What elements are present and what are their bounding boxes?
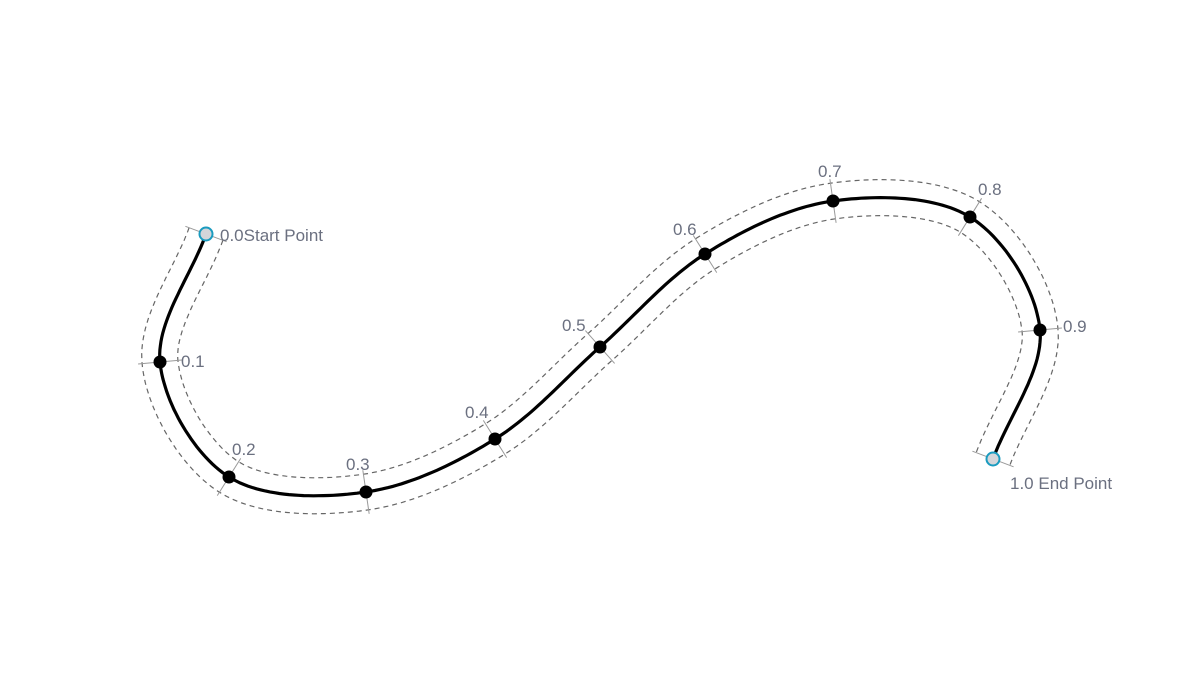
curve-point-0.8 xyxy=(963,210,977,224)
label-0.4: 0.4 xyxy=(465,403,489,422)
curve-point-0.9 xyxy=(1033,323,1047,337)
curve-point-0.4 xyxy=(488,432,502,446)
label-1.0: 1.0 End Point xyxy=(1010,474,1112,493)
label-0.7: 0.7 xyxy=(818,162,842,181)
label-0.3: 0.3 xyxy=(346,455,370,474)
start-point-handle[interactable] xyxy=(198,226,214,242)
curve-point-0.3 xyxy=(359,485,373,499)
label-0.6: 0.6 xyxy=(673,220,697,239)
label-0.8: 0.8 xyxy=(978,180,1002,199)
curve-point-0.7 xyxy=(826,194,840,208)
label-0.2: 0.2 xyxy=(232,440,256,459)
point-labels: 0.0Start Point 0.1 0.2 0.3 0.4 0.5 0.6 0… xyxy=(181,162,1112,493)
curve-point-0.5 xyxy=(593,340,607,354)
label-0.5: 0.5 xyxy=(562,316,586,335)
curve-point-0.2 xyxy=(222,470,236,484)
label-0.0: 0.0Start Point xyxy=(220,226,323,245)
end-point-handle[interactable] xyxy=(985,451,1001,467)
curve-points xyxy=(153,194,1047,499)
outer-guide xyxy=(141,214,1023,515)
label-0.1: 0.1 xyxy=(181,352,205,371)
curve-point-0.1 xyxy=(153,355,167,369)
label-0.9: 0.9 xyxy=(1063,317,1087,336)
curve-point-0.6 xyxy=(698,247,712,261)
